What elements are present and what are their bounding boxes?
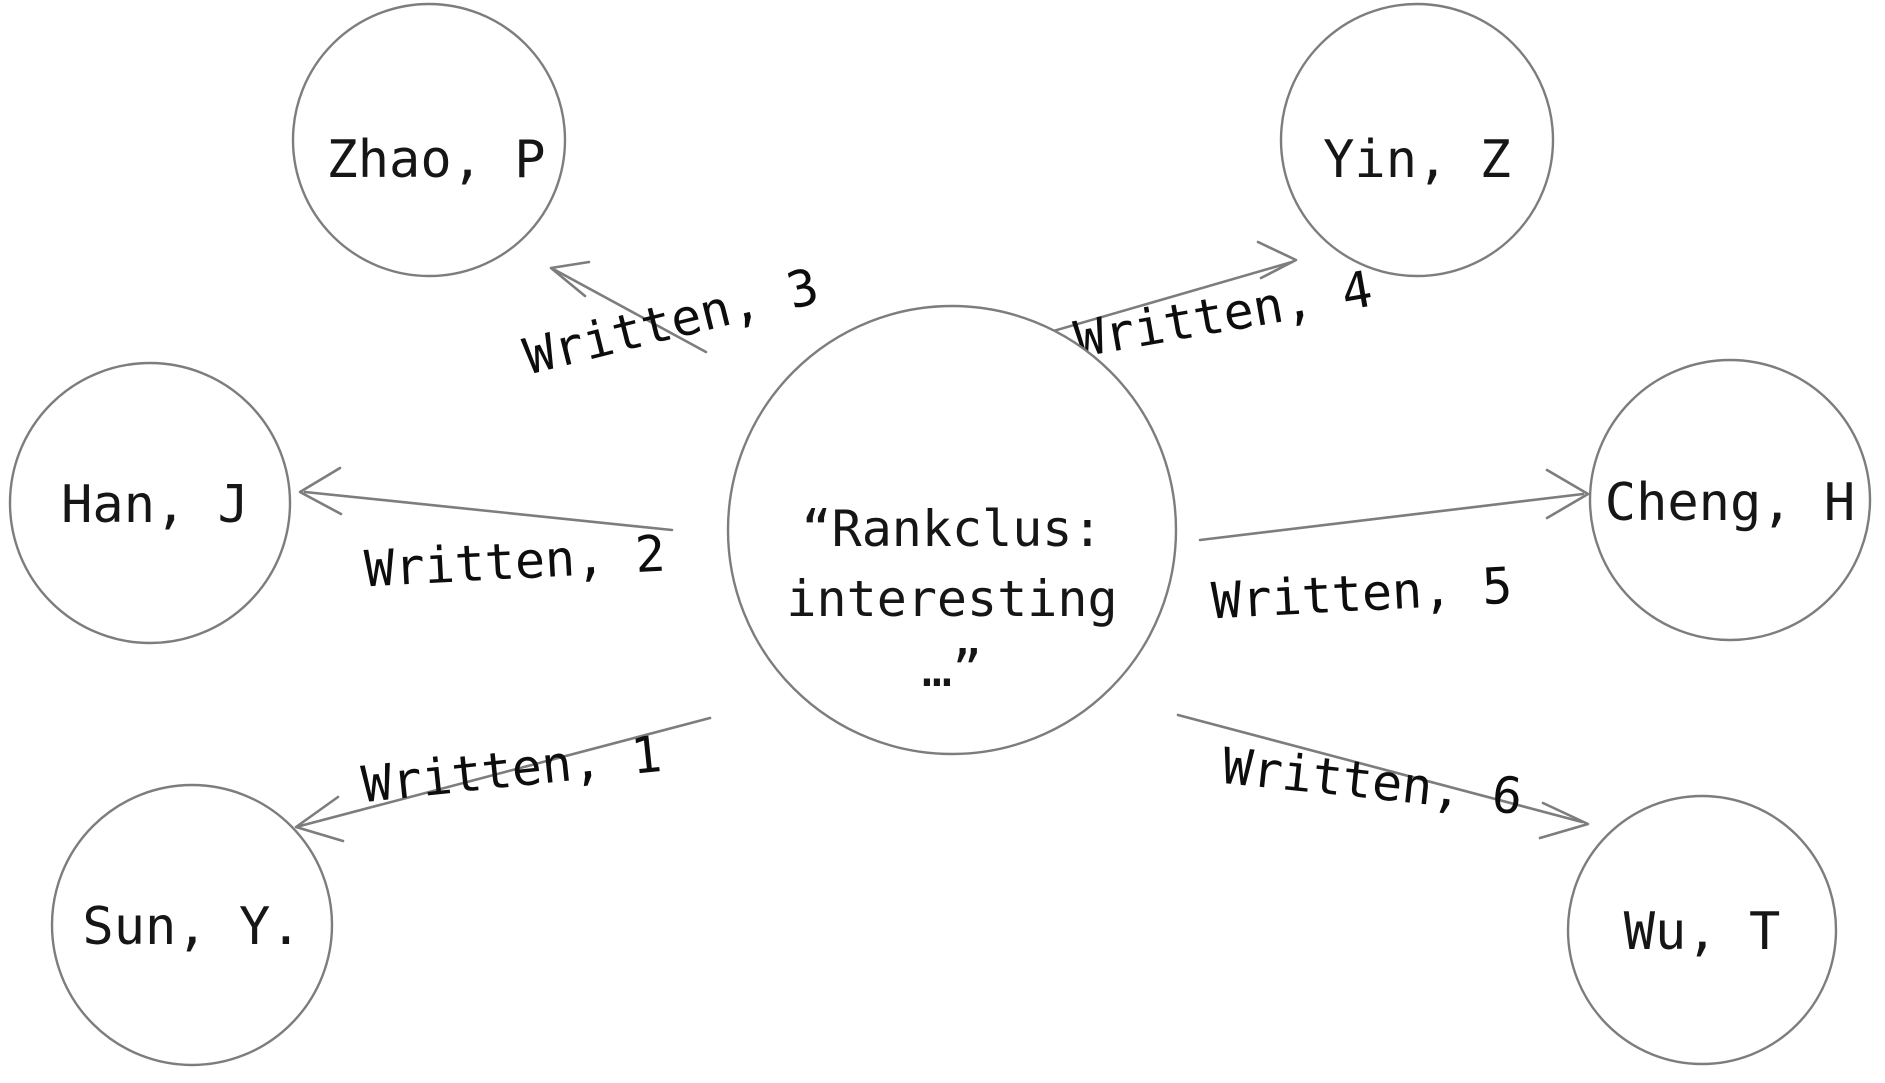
node-han[interactable]: Han, J [8,361,292,645]
node-zhao[interactable]: Zhao, P [291,2,567,278]
node-wu[interactable]: Wu, T [1566,794,1838,1066]
node-paper-label-line2: interesting [786,570,1117,628]
node-cheng-label: Cheng, H [1605,473,1855,533]
arrowhead-written-3 [549,260,591,298]
edge-label-written-3: Written, 3 [518,257,824,386]
edge-label-written-4: Written, 4 [1070,260,1377,369]
node-paper-circle[interactable] [726,304,1178,756]
edge-written-2: Written, 2 [298,466,674,599]
edge-line-written-1 [298,716,712,828]
node-paper[interactable]: “Rankclus: interesting …” [726,304,1178,756]
edge-label-written-2: Written, 2 [363,525,667,599]
node-sun-circle[interactable] [50,783,334,1067]
node-wu-circle[interactable] [1566,794,1838,1066]
edge-line-written-2 [303,490,674,532]
node-wu-label: Wu, T [1624,902,1781,962]
edge-label-written-5: Written, 5 [1210,557,1514,631]
edge-line-written-6 [1176,713,1584,824]
edge-written-1: Written, 1 [294,716,712,843]
node-zhao-circle[interactable] [291,2,567,278]
edge-label-written-1: Written, 1 [359,725,664,814]
node-sun-label: Sun, Y. [82,897,301,957]
node-cheng-circle[interactable] [1588,358,1872,642]
arrowhead-written-4 [1256,240,1298,280]
arrowhead-written-1 [294,795,345,843]
node-paper-label-line3: …” [922,640,982,698]
edge-written-3: Written, 3 [518,257,824,386]
node-zhao-label: Zhao, P [326,130,545,190]
node-han-circle[interactable] [8,361,292,645]
edge-line-written-5 [1198,492,1585,542]
edge-line-written-3 [553,268,708,354]
node-yin-label: Yin, Z [1323,130,1511,190]
node-paper-label-line1: “Rankclus: [801,500,1102,558]
arrowhead-written-5 [1545,468,1590,520]
arrowhead-written-2 [298,466,343,516]
node-han-label: Han, J [61,475,249,535]
node-sun[interactable]: Sun, Y. [50,783,334,1067]
node-yin[interactable]: Yin, Z [1279,2,1555,278]
edge-written-5: Written, 5 [1198,468,1590,631]
edge-label-written-6: Written, 6 [1220,737,1525,826]
node-yin-circle[interactable] [1279,2,1555,278]
edge-written-6: Written, 6 [1176,713,1590,840]
node-cheng[interactable]: Cheng, H [1588,358,1872,642]
arrowhead-written-6 [1538,801,1590,840]
